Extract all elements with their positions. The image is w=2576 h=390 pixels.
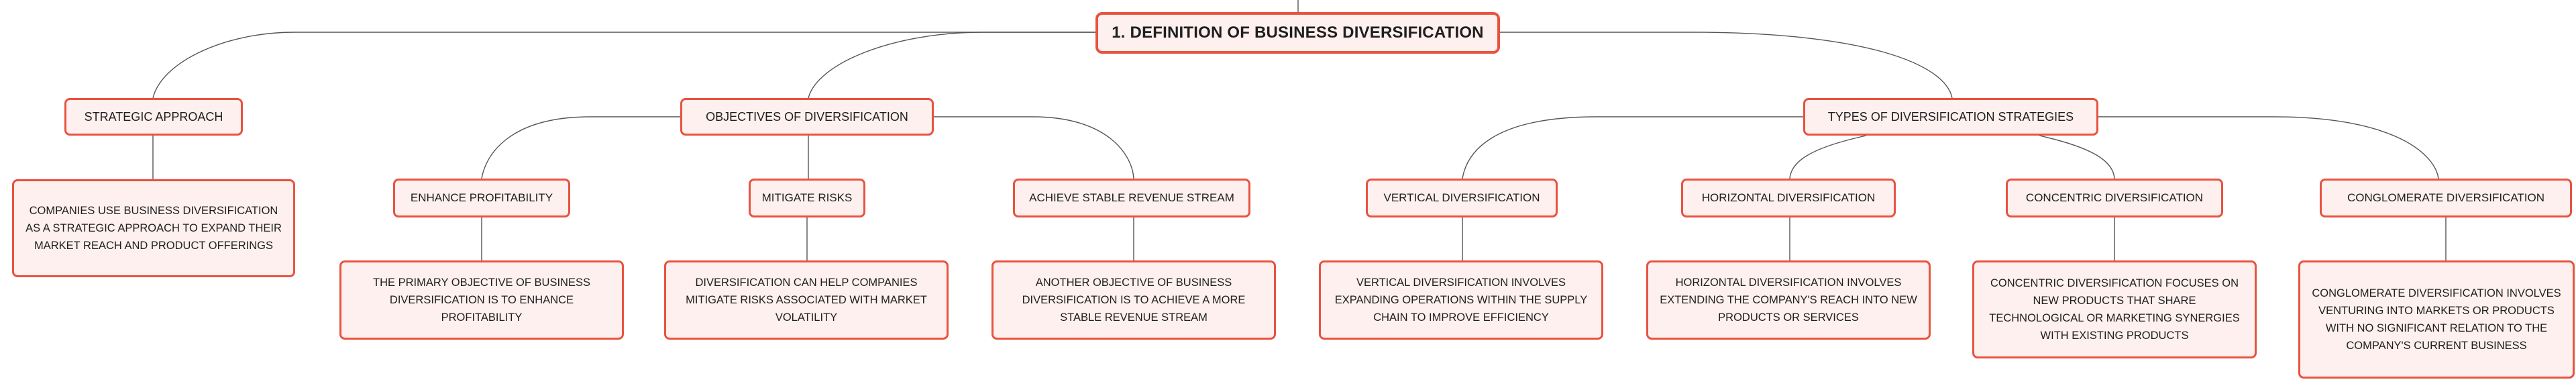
node-label: CONCENTRIC DIVERSIFICATION bbox=[2025, 191, 2204, 204]
node-label: MITIGATE RISKS bbox=[761, 191, 853, 204]
branch-strategic-approach[interactable]: STRATEGIC APPROACH bbox=[64, 98, 243, 136]
connector-types-vertical bbox=[1462, 116, 1803, 179]
connector-obj-profit bbox=[481, 116, 680, 179]
desc-text: VERTICAL DIVERSIFICATION INVOLVES EXPAND… bbox=[1334, 277, 1588, 324]
node-label: CONGLOMERATE DIVERSIFICATION bbox=[2347, 191, 2545, 204]
connector-obj-revenue bbox=[934, 116, 1134, 179]
node-label: ENHANCE PROFITABILITY bbox=[410, 191, 553, 204]
node-horizontal-diversification[interactable]: HORIZONTAL DIVERSIFICATION bbox=[1681, 179, 1896, 217]
node-enhance-profitability[interactable]: ENHANCE PROFITABILITY bbox=[393, 179, 570, 217]
branch-label: STRATEGIC APPROACH bbox=[84, 109, 223, 124]
node-achieve-stable-revenue-stream[interactable]: ACHIEVE STABLE REVENUE STREAM bbox=[1013, 179, 1250, 217]
node-vertical-diversification[interactable]: VERTICAL DIVERSIFICATION bbox=[1366, 179, 1558, 217]
connector-root-objectives bbox=[808, 32, 1095, 99]
desc-horizontal-diversification[interactable]: HORIZONTAL DIVERSIFICATION INVOLVES EXTE… bbox=[1646, 260, 1931, 340]
desc-achieve-stable-revenue-stream[interactable]: ANOTHER OBJECTIVE OF BUSINESS DIVERSIFIC… bbox=[991, 260, 1276, 340]
root-label: 1. DEFINITION OF BUSINESS DIVERSIFICATIO… bbox=[1112, 23, 1484, 42]
branch-objectives-of-diversification[interactable]: OBJECTIVES OF DIVERSIFICATION bbox=[680, 98, 934, 136]
connector-types-horizontal bbox=[1789, 135, 1867, 179]
desc-vertical-diversification[interactable]: VERTICAL DIVERSIFICATION INVOLVES EXPAND… bbox=[1319, 260, 1603, 340]
branch-label: OBJECTIVES OF DIVERSIFICATION bbox=[706, 109, 908, 124]
connector-types-conglomerate bbox=[2098, 116, 2439, 179]
desc-text: DIVERSIFICATION CAN HELP COMPANIES MITIG… bbox=[686, 277, 927, 324]
connector-types-concentric bbox=[2039, 135, 2115, 179]
node-label: VERTICAL DIVERSIFICATION bbox=[1383, 191, 1540, 204]
desc-strategic-approach[interactable]: COMPANIES USE BUSINESS DIVERSIFICATION A… bbox=[12, 179, 295, 277]
desc-text: CONGLOMERATE DIVERSIFICATION INVOLVES VE… bbox=[2312, 287, 2561, 352]
branch-types-of-diversification-strategies[interactable]: TYPES OF DIVERSIFICATION STRATEGIES bbox=[1803, 98, 2098, 136]
node-label: HORIZONTAL DIVERSIFICATION bbox=[1701, 191, 1876, 204]
desc-text: CONCENTRIC DIVERSIFICATION FOCUSES ON NE… bbox=[1989, 277, 2240, 342]
desc-text: ANOTHER OBJECTIVE OF BUSINESS DIVERSIFIC… bbox=[1022, 277, 1246, 324]
node-concentric-diversification[interactable]: CONCENTRIC DIVERSIFICATION bbox=[2006, 179, 2223, 217]
desc-text: COMPANIES USE BUSINESS DIVERSIFICATION A… bbox=[25, 205, 282, 252]
desc-enhance-profitability[interactable]: THE PRIMARY OBJECTIVE OF BUSINESS DIVERS… bbox=[339, 260, 624, 340]
node-mitigate-risks[interactable]: MITIGATE RISKS bbox=[749, 179, 865, 217]
branch-label: TYPES OF DIVERSIFICATION STRATEGIES bbox=[1827, 109, 2074, 124]
desc-text: THE PRIMARY OBJECTIVE OF BUSINESS DIVERS… bbox=[373, 277, 590, 324]
desc-conglomerate-diversification[interactable]: CONGLOMERATE DIVERSIFICATION INVOLVES VE… bbox=[2298, 260, 2575, 379]
connector-root-strategic bbox=[152, 32, 1095, 99]
desc-mitigate-risks[interactable]: DIVERSIFICATION CAN HELP COMPANIES MITIG… bbox=[664, 260, 949, 340]
node-conglomerate-diversification[interactable]: CONGLOMERATE DIVERSIFICATION bbox=[2320, 179, 2572, 217]
connector-root-types bbox=[1500, 32, 1953, 99]
root-node[interactable]: 1. DEFINITION OF BUSINESS DIVERSIFICATIO… bbox=[1095, 12, 1500, 54]
desc-concentric-diversification[interactable]: CONCENTRIC DIVERSIFICATION FOCUSES ON NE… bbox=[1972, 260, 2257, 358]
desc-text: HORIZONTAL DIVERSIFICATION INVOLVES EXTE… bbox=[1660, 277, 1917, 324]
node-label: ACHIEVE STABLE REVENUE STREAM bbox=[1029, 191, 1234, 204]
